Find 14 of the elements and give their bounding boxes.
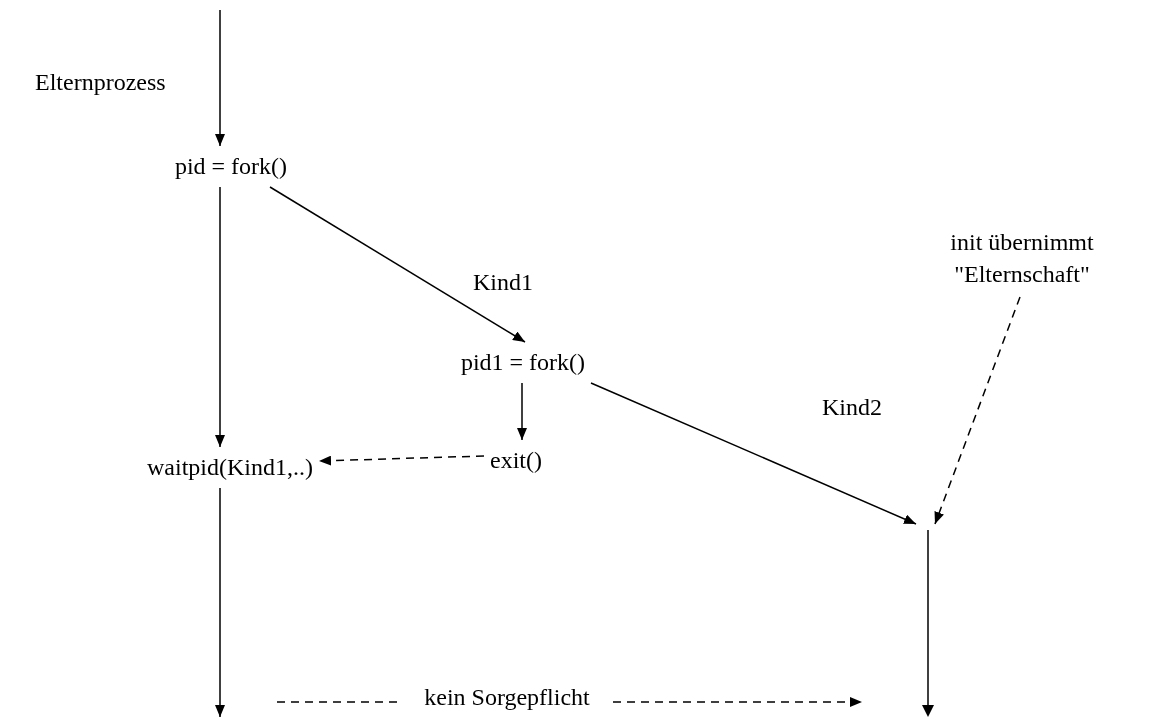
code-label: pid1 = fork()	[460, 347, 586, 377]
arrow	[590, 382, 917, 525]
annotation-text: init übernimmt "Elternschaft"	[922, 225, 1122, 291]
arrow	[269, 186, 526, 343]
arrow	[215, 186, 225, 448]
lifeline-arrow	[922, 530, 934, 717]
arrow	[517, 382, 527, 441]
arrow	[215, 9, 225, 147]
dashed-arrow	[318, 455, 485, 466]
code-label: exit()	[490, 445, 542, 475]
code-label: pid = fork()	[174, 151, 288, 181]
arrow	[215, 487, 225, 718]
code-label: waitpid(Kind1,..)	[147, 452, 313, 482]
dashed-arrow	[934, 296, 1021, 525]
